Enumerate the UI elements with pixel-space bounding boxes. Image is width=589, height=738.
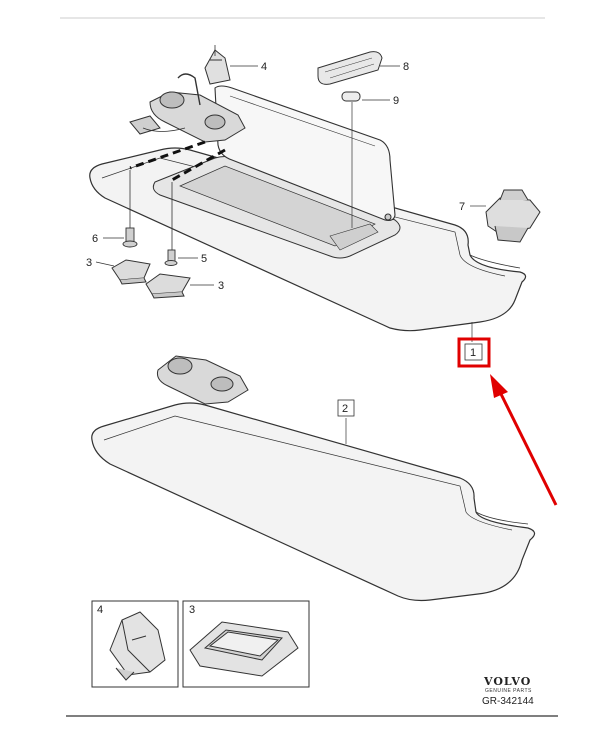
callout-6: 6: [92, 233, 98, 245]
clip-part-7: [485, 189, 541, 243]
leader-lines: [95, 65, 486, 342]
inset-left-label: 4: [97, 604, 103, 616]
inset-right-label: 3: [189, 604, 195, 616]
callout-1-highlight: [457, 337, 491, 368]
callout-5: 5: [201, 253, 207, 265]
brand-subtitle: GENUINE PARTS: [485, 688, 532, 694]
brand-logo-text: VOLVO: [484, 675, 532, 688]
callout-3a: 3: [86, 257, 92, 269]
clip-part-4: [204, 45, 231, 85]
cap-part-3b: [145, 273, 191, 299]
callout-8: 8: [403, 61, 409, 73]
sun-visor-lower: [91, 402, 536, 602]
bulb-part-9: [341, 91, 361, 102]
inset-right: 3: [182, 600, 310, 688]
callout-2: 2: [342, 403, 348, 415]
visor-hinge-bracket: [129, 73, 246, 143]
callout-4: 4: [261, 61, 267, 73]
cap-part-3a: [111, 259, 151, 285]
callout-2-box: [337, 399, 355, 417]
screw-part-5: [164, 249, 178, 266]
callout-1-box: [464, 343, 483, 361]
red-arrow: [490, 374, 558, 506]
inset-left: 4: [91, 600, 179, 688]
mirror-cover: [214, 85, 396, 221]
callout-3b: 3: [218, 280, 224, 292]
callout-7: 7: [459, 201, 465, 213]
lamp-lens-part-8: [317, 51, 383, 85]
lower-hinge-bracket: [157, 355, 249, 405]
callout-9: 9: [393, 95, 399, 107]
callout-1: 1: [470, 347, 476, 359]
fixing-dash-lines: [129, 140, 226, 182]
drawing-number: GR-342144: [482, 696, 534, 707]
screw-part-6: [122, 227, 138, 248]
